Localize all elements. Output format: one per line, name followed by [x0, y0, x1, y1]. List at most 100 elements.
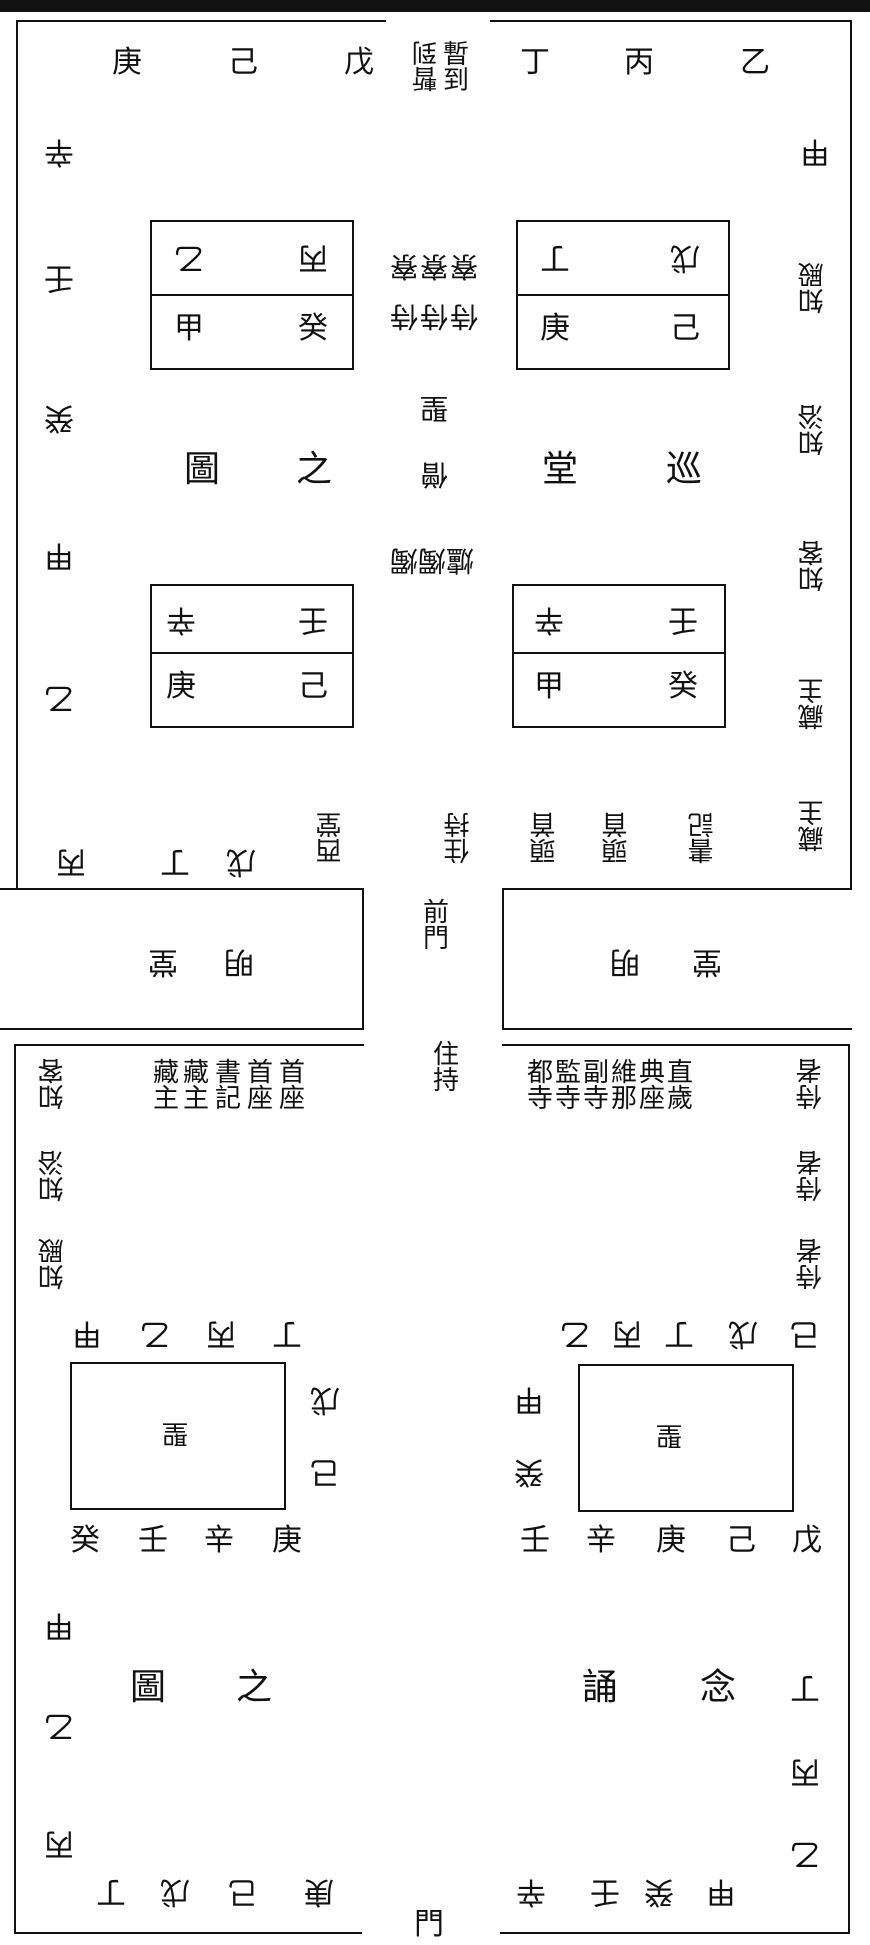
right-shrine-holy: 聖	[656, 1420, 683, 1450]
upper-title-char: 圖	[184, 449, 221, 490]
lower-title-char: 圖	[130, 1667, 167, 1708]
box-cell: 己	[298, 669, 328, 704]
upper-bottom-char: 丁	[160, 844, 190, 879]
lg-top-char: 乙	[140, 1316, 170, 1351]
rg-top-char: 戊	[728, 1316, 758, 1351]
lower-bottom-char: 丁	[96, 1874, 126, 1909]
rg-bottom-char: 辛	[586, 1523, 616, 1558]
upper-left-char: 癸	[44, 400, 74, 435]
upper-title-char: 之	[296, 449, 333, 490]
box-cell: 丙	[298, 240, 328, 275]
box-cell: 己	[670, 311, 700, 346]
lower-bottom-char: 戊	[160, 1874, 190, 1909]
left-room-char: 堂	[148, 944, 178, 979]
upper-top-char: 乙	[740, 45, 770, 80]
lower-right-officer: 都寺	[522, 1058, 553, 1110]
left-shrine-holy: 聖	[162, 1418, 189, 1448]
right-shrine-box: 聖	[578, 1364, 794, 1512]
upper-top-char: 庚	[112, 45, 142, 80]
lg-right-char: 戊	[310, 1382, 340, 1417]
lower-bottom-char: 己	[228, 1874, 258, 1909]
lower-title-char: 誦	[582, 1667, 619, 1708]
rg-bottom-char: 壬	[520, 1523, 550, 1558]
rg-top-char: 乙	[560, 1316, 590, 1351]
lower-title-char: 念	[700, 1667, 737, 1708]
rg-top-char: 丁	[664, 1316, 694, 1351]
rg-left-char: 癸	[514, 1454, 544, 1489]
upper-left-char: 乙	[44, 680, 74, 715]
bottom-gate: 門	[414, 1907, 444, 1942]
lower-left-label: 知浴	[38, 1150, 68, 1202]
center-dorm: 寮	[390, 250, 419, 283]
lower-title-char: 之	[236, 1667, 273, 1708]
lower-right-officer: 副寺	[578, 1058, 609, 1110]
lower-right-label: 侍者	[796, 1238, 826, 1290]
lower-right-label: 侍者	[796, 1058, 826, 1110]
lower-right-officer: 監寺	[550, 1058, 581, 1110]
lower-left-officer: 藏主	[178, 1058, 209, 1110]
upper-bottom-west-hall: 西堂	[316, 812, 346, 864]
lg-bottom-char: 壬	[138, 1523, 168, 1558]
upper-left-char: 辛	[44, 134, 74, 169]
lower-bottom-char: 壬	[590, 1874, 620, 1909]
lg-right-char: 己	[310, 1454, 340, 1489]
lower-right-col-char: 丁	[790, 1670, 820, 1705]
box-cell: 丁	[540, 240, 570, 275]
rg-bottom-char: 己	[726, 1523, 756, 1558]
lower-left-label: 知殿	[38, 1238, 68, 1290]
center-attendant: 侍	[450, 300, 479, 333]
upper-top-char: 戊	[344, 45, 374, 80]
upper-bottom-char: 戊	[226, 844, 256, 879]
upper-bottom-seat: 頭首	[602, 812, 632, 864]
lower-bottom-char: 癸	[644, 1874, 674, 1909]
upper-bottom-abbot: 住持	[444, 812, 474, 864]
upper-right-label: 知殿	[798, 262, 828, 314]
middle-abbot: 住持	[428, 1040, 459, 1092]
upper-top-char: 丁	[520, 45, 550, 80]
upper-bottom-seat: 書記	[688, 812, 718, 864]
upper-right-char: 甲	[800, 134, 830, 169]
box-cell: 辛	[166, 602, 196, 637]
lower-left-officer: 藏主	[148, 1058, 179, 1110]
center-attendant: 侍	[390, 300, 419, 333]
upper-bottom-char: 丙	[56, 844, 86, 879]
upper-bottom-seat: 頭首	[530, 812, 560, 864]
center-holy: 聖	[420, 392, 449, 425]
box-cell: 甲	[174, 311, 204, 346]
lower-bottom-char: 辛	[516, 1874, 546, 1909]
box-cell: 乙	[174, 240, 204, 275]
center-monk: 僧	[420, 458, 449, 491]
lg-top-char: 丁	[272, 1316, 302, 1351]
lower-bottom-char: 庚	[304, 1874, 334, 1909]
upper-left-char: 壬	[44, 260, 74, 295]
upper-top-temp-arrival-1: 暫到	[412, 40, 442, 92]
upper-top-char: 己	[228, 45, 258, 80]
box-bottom-left: 辛 壬 庚 己	[150, 584, 354, 728]
left-room-char: 明	[224, 944, 254, 979]
box-top-left: 乙 丙 甲 癸	[150, 220, 354, 370]
right-room-char: 明	[610, 944, 640, 979]
lower-left-officer: 首座	[274, 1058, 305, 1110]
upper-right-label: 藏主	[798, 800, 828, 852]
lower-left-col-char: 丙	[44, 1826, 74, 1861]
lg-top-char: 甲	[72, 1316, 102, 1351]
upper-top-char: 丙	[624, 45, 654, 80]
box-cell: 戊	[670, 240, 700, 275]
upper-title-char: 巡	[666, 449, 703, 490]
front-gate: 前門	[418, 898, 449, 950]
left-shrine-box: 聖	[70, 1362, 286, 1510]
lower-left-officer: 書記	[210, 1058, 241, 1110]
upper-left-char: 甲	[44, 538, 74, 573]
box-cell: 庚	[540, 311, 570, 346]
lower-left-col-char: 乙	[44, 1708, 74, 1743]
box-cell: 壬	[668, 602, 698, 637]
upper-right-label: 知客	[798, 540, 828, 592]
lower-right-col-char: 乙	[790, 1836, 820, 1871]
lg-bottom-char: 辛	[204, 1523, 234, 1558]
lower-left-col-char: 甲	[44, 1608, 74, 1643]
lower-right-officer: 直歲	[662, 1058, 693, 1110]
lg-top-char: 丙	[206, 1316, 236, 1351]
upper-top-temp-arrival-2: 暫到	[438, 40, 469, 92]
rg-bottom-char: 戊	[792, 1523, 822, 1558]
box-bottom-right: 辛 壬 甲 癸	[512, 584, 726, 728]
